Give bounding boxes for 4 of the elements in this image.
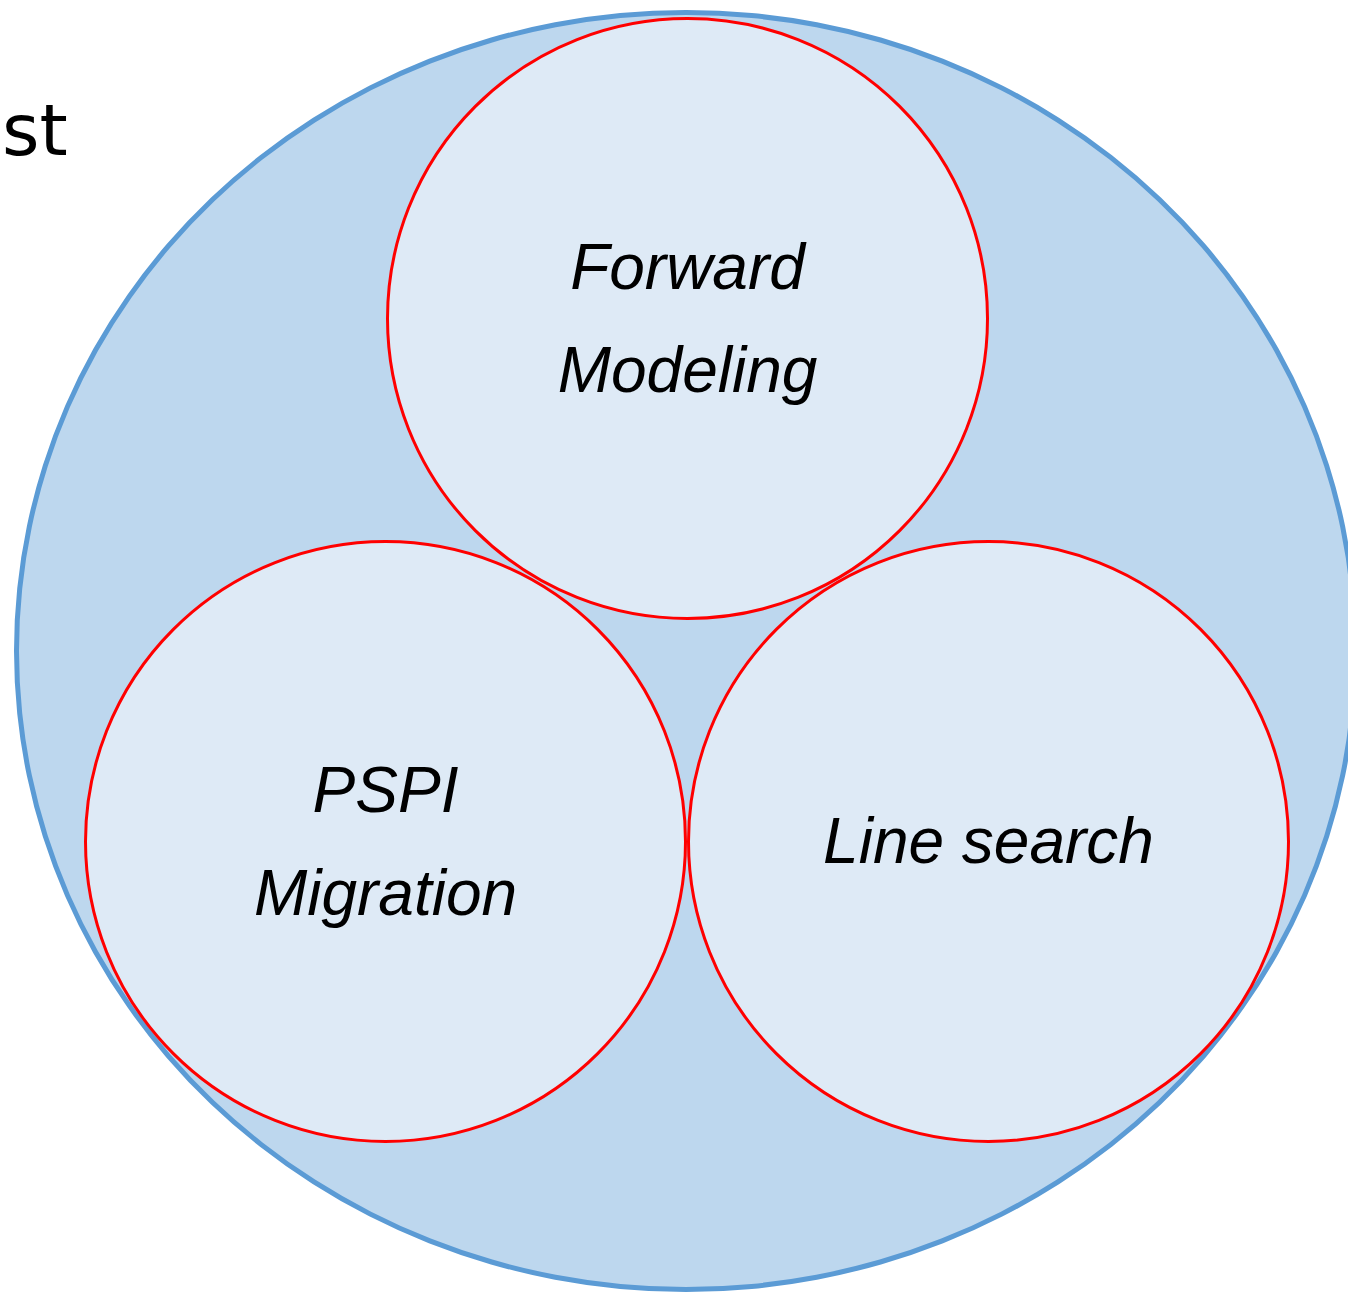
cut-off-text: st <box>2 88 68 172</box>
circle-label: PSPI Migration <box>252 753 519 931</box>
circle-label: Line search <box>822 804 1155 880</box>
circle-label: Forward Modeling <box>556 230 819 408</box>
